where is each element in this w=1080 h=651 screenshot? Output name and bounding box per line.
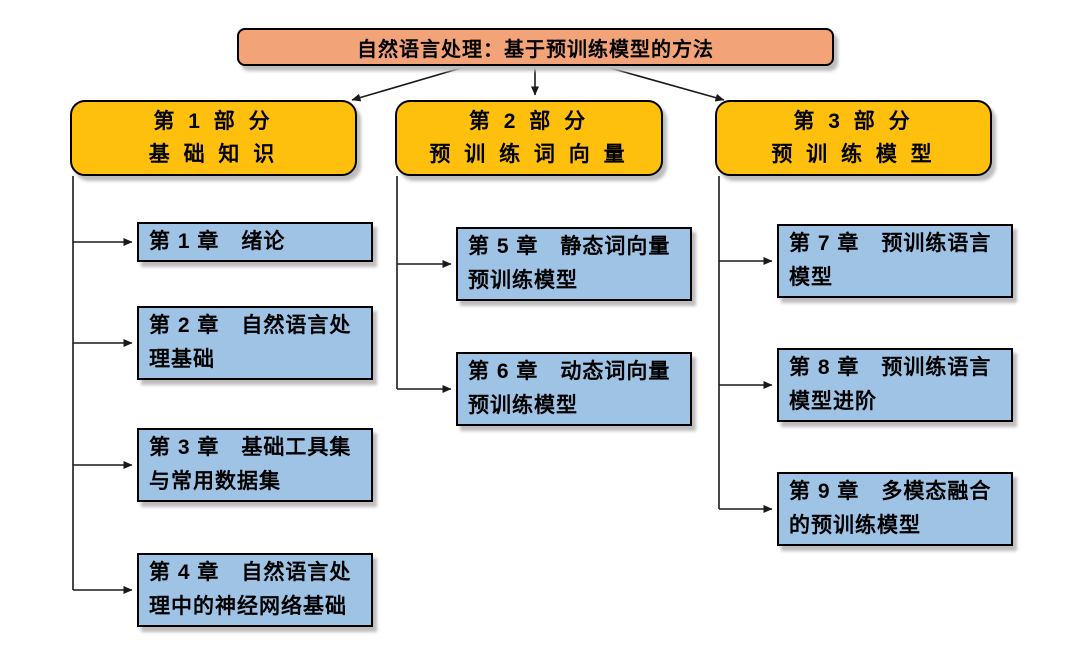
chapter-4-title-line2: 理中的神经网络基础 — [149, 595, 347, 618]
chapter-8-title-line2: 模型进阶 — [789, 390, 877, 413]
chapter-7-box: 第 7 章 预训练语言 模型 — [777, 224, 1013, 298]
chapter-9-box: 第 9 章 多模态融合 的预训练模型 — [777, 472, 1013, 546]
part-3-sublabel: 预 训 练 模 型 — [771, 143, 936, 166]
middle-column-connector — [396, 176, 452, 393]
part-3-label: 第 3 部 分 — [793, 110, 914, 133]
chapter-3-box: 第 3 章 基础工具集 与常用数据集 — [137, 428, 373, 502]
edges-title-to-parts — [351, 65, 725, 102]
part-2-label: 第 2 部 分 — [468, 110, 590, 133]
part-2-box: 第 2 部 分 预 训 练 词 向 量 — [395, 100, 663, 176]
chapter-9-title-line1: 第 9 章 多模态融合 — [789, 480, 992, 503]
chapter-6-title-line2: 预训练模型 — [468, 394, 578, 417]
edge-title-part3 — [602, 65, 725, 102]
chapter-2-title-line1: 第 2 章 自然语言处 — [149, 314, 352, 337]
chapter-2-box: 第 2 章 自然语言处 理基础 — [137, 306, 373, 380]
part-2-sublabel: 预 训 练 词 向 量 — [429, 143, 629, 166]
chapter-3-title-line1: 第 3 章 基础工具集 — [149, 436, 352, 459]
chapter-4-box: 第 4 章 自然语言处 理中的神经网络基础 — [137, 553, 373, 627]
part-1-sublabel: 基 础 知 识 — [148, 143, 279, 166]
chapter-3-title-line2: 与常用数据集 — [149, 470, 281, 493]
chapter-8-box: 第 8 章 预训练语言 模型进阶 — [777, 348, 1013, 422]
edge-title-part1 — [351, 65, 469, 102]
book-title: 自然语言处理：基于预训练模型的方法 — [357, 38, 714, 61]
chapter-6-title-line1: 第 6 章 动态词向量 — [468, 360, 671, 383]
part-1-label: 第 1 部 分 — [153, 110, 274, 133]
chapter-7-title-line2: 模型 — [789, 266, 833, 289]
chapter-7-title-line1: 第 7 章 预训练语言 — [789, 232, 992, 255]
chapter-5-title-line1: 第 5 章 静态词向量 — [468, 235, 671, 258]
chapter-9-title-line2: 的预训练模型 — [789, 514, 921, 537]
chapter-8-title-line1: 第 8 章 预训练语言 — [789, 356, 992, 379]
chapter-1-title: 第 1 章 绪论 — [149, 230, 286, 253]
part-3-box: 第 3 部 分 预 训 练 模 型 — [715, 100, 992, 176]
part-1-box: 第 1 部 分 基 础 知 识 — [70, 100, 357, 176]
chapter-4-title-line1: 第 4 章 自然语言处 — [149, 561, 352, 584]
chapter-6-box: 第 6 章 动态词向量 预训练模型 — [456, 352, 692, 426]
left-column-connector — [72, 176, 133, 594]
right-column-connector — [718, 176, 773, 513]
chapter-5-box: 第 5 章 静态词向量 预训练模型 — [456, 227, 692, 301]
book-title-box: 自然语言处理：基于预训练模型的方法 — [237, 28, 834, 66]
chapter-5-title-line2: 预训练模型 — [468, 269, 578, 292]
chapter-1-box: 第 1 章 绪论 — [137, 222, 373, 262]
chapter-2-title-line2: 理基础 — [149, 348, 215, 371]
